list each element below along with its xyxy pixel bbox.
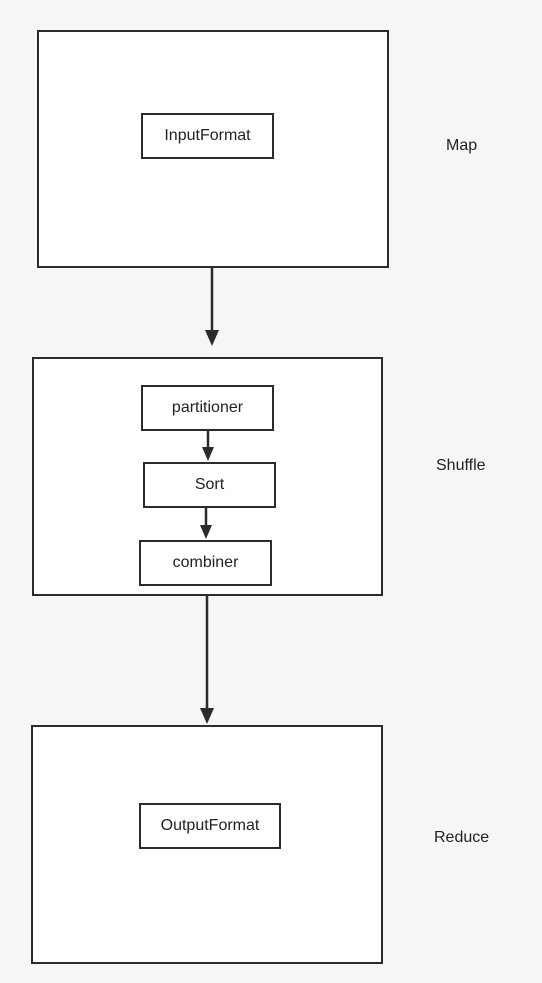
combiner-node-label: combiner xyxy=(172,554,239,571)
arrow-map-to-shuffle xyxy=(205,268,219,346)
partitioner-node-label: partitioner xyxy=(171,399,244,416)
arrow-sort-to-combiner xyxy=(200,508,212,539)
sort-node-label: Sort xyxy=(194,476,225,493)
sort-node: Sort xyxy=(143,462,276,508)
combiner-node: combiner xyxy=(139,540,272,586)
inputformat-node: InputFormat xyxy=(141,113,274,159)
outputformat-node: OutputFormat xyxy=(139,803,281,849)
outputformat-node-label: OutputFormat xyxy=(160,817,260,834)
arrow-shuffle-to-reduce xyxy=(200,596,214,724)
reduce-stage-label: Reduce xyxy=(434,829,490,846)
shuffle-stage-label: Shuffle xyxy=(436,457,486,474)
inputformat-node-label: InputFormat xyxy=(164,127,251,144)
map-stage-label: Map xyxy=(446,137,478,154)
partitioner-node: partitioner xyxy=(141,385,274,431)
arrow-partitioner-to-sort xyxy=(202,431,214,461)
